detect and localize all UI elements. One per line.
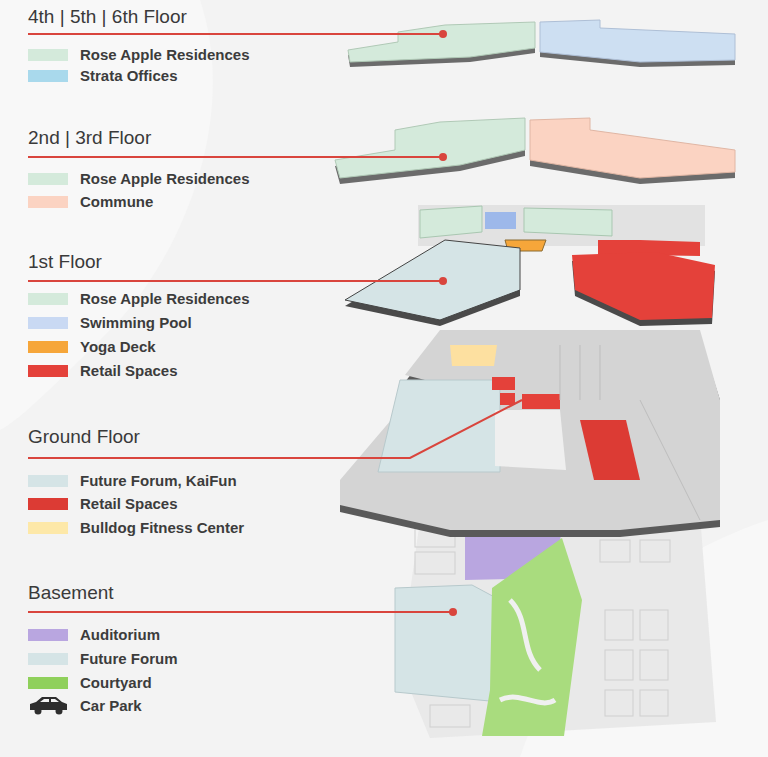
legend-swatch	[28, 341, 68, 353]
legend-text: Retail Spaces	[80, 362, 178, 380]
legend-text: Commune	[80, 193, 153, 211]
legend-text: Auditorium	[80, 626, 160, 644]
legend-text: Yoga Deck	[80, 338, 156, 356]
legend-swatch	[28, 498, 68, 510]
legend-text: Future Forum, KaiFun	[80, 472, 237, 490]
floor-heading: 2nd | 3rd Floor	[28, 127, 151, 149]
legend-swatch	[28, 70, 68, 82]
floor-heading: Basement	[28, 582, 114, 604]
legend-swatch	[28, 173, 68, 185]
legend-swatch	[28, 653, 68, 665]
legend-swatch	[28, 629, 68, 641]
legend-text: Retail Spaces	[80, 495, 178, 513]
legend-swatch	[28, 317, 68, 329]
legend-swatch	[28, 522, 68, 534]
legend-swatch	[28, 677, 68, 689]
floor-heading: 4th | 5th | 6th Floor	[28, 6, 187, 28]
legend-swatch	[28, 49, 68, 61]
legend-text: Car Park	[80, 697, 142, 715]
legend-text: Courtyard	[80, 674, 152, 692]
legend-text: Swimming Pool	[80, 314, 192, 332]
legend-swatch	[28, 293, 68, 305]
legend-text: Strata Offices	[80, 67, 178, 85]
legend-text: Rose Apple Residences	[80, 290, 250, 308]
legend-swatch	[28, 196, 68, 208]
legend-text: Rose Apple Residences	[80, 46, 250, 64]
legend-text: Future Forum	[80, 650, 178, 668]
legend-text: Bulldog Fitness Center	[80, 519, 244, 537]
legend-swatch	[28, 365, 68, 377]
floor-heading: 1st Floor	[28, 251, 102, 273]
legend-text: Rose Apple Residences	[80, 170, 250, 188]
floor-heading: Ground Floor	[28, 426, 140, 448]
legend-swatch	[28, 475, 68, 487]
